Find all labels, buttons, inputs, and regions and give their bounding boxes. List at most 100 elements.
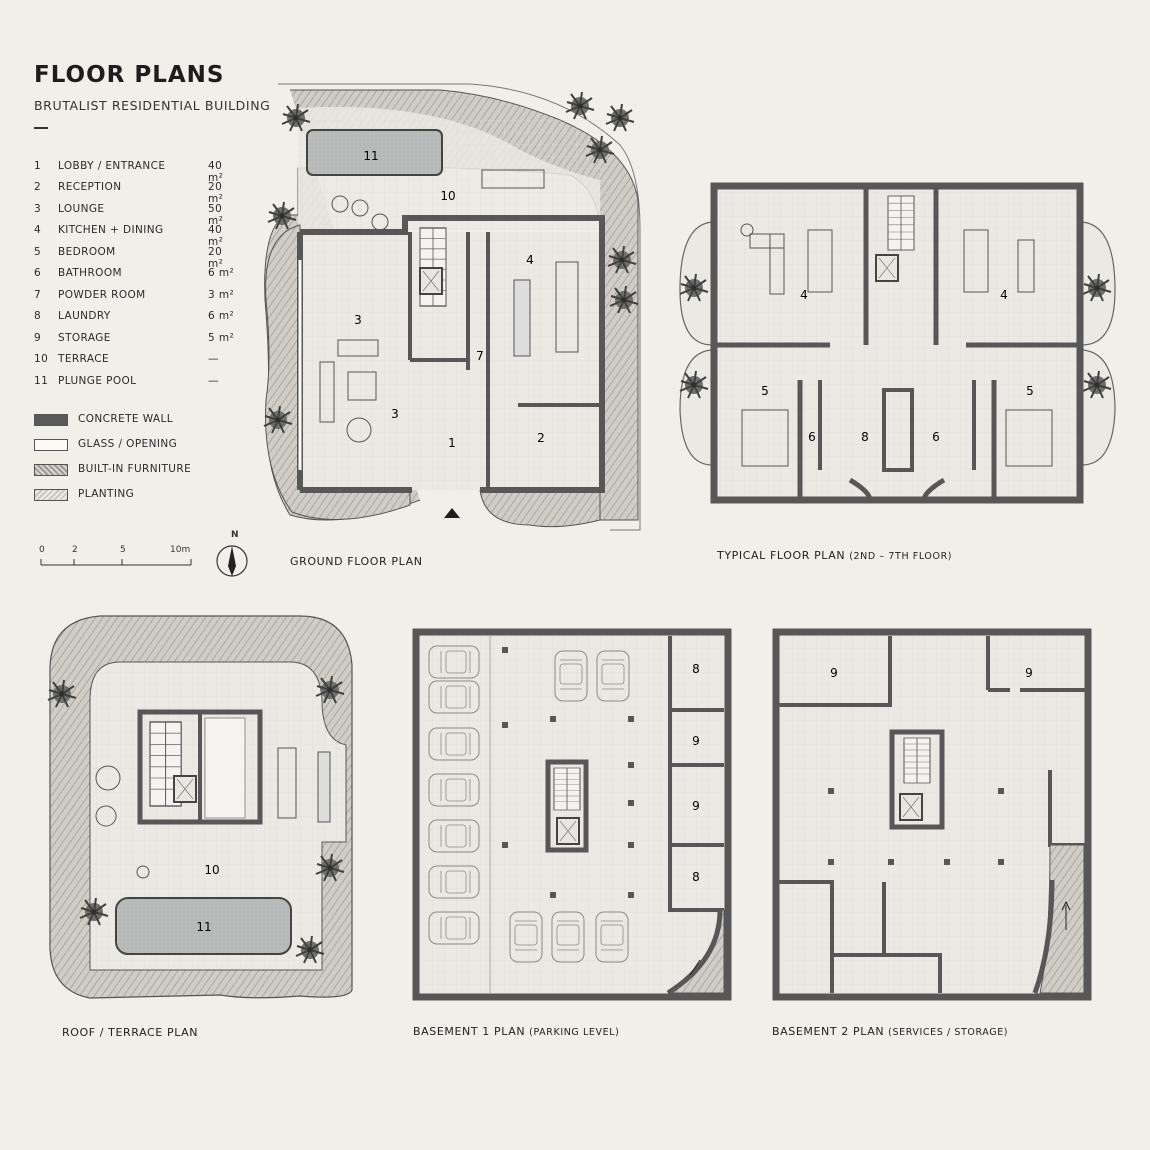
plan-room-tag: 6 — [808, 430, 816, 444]
key-label: PLANTING — [78, 488, 135, 500]
plan-room-tag: 8 — [692, 870, 700, 884]
plan-room-tag: 2 — [537, 431, 545, 445]
plan-label-sub: (SERVICES / STORAGE) — [888, 1027, 1009, 1038]
legend-row: 10 TERRACE — — [34, 353, 239, 367]
legend-room-name: PLUNGE POOL — [58, 375, 137, 387]
scale-tick-label: 0 — [39, 545, 45, 555]
legend-number: 6 — [34, 267, 42, 279]
legend-room-name: BATHROOM — [58, 267, 122, 279]
plan-room-tag: 4 — [526, 253, 534, 267]
legend-number: 8 — [34, 310, 42, 322]
plan-label-sub: (PARKING LEVEL) — [529, 1027, 620, 1038]
legend-number: 4 — [34, 224, 42, 236]
plan-label-text: GROUND FLOOR PLAN — [290, 555, 423, 568]
legend-area: 3 m² — [208, 289, 235, 301]
legend-row: 3 LOUNGE 50 m² — [34, 203, 239, 227]
legend-number: 9 — [34, 332, 42, 344]
north-label: N — [231, 530, 239, 540]
legend-row: 8 LAUNDRY 6 m² — [34, 310, 239, 324]
basement-2-plan-label: BASEMENT 2 PLAN(SERVICES / STORAGE) — [772, 1025, 1008, 1038]
key-label: CONCRETE WALL — [78, 413, 173, 425]
plan-room-tag: 10 — [440, 189, 455, 203]
scale-bar — [40, 559, 192, 566]
glass-swatch — [34, 439, 68, 451]
legend-row: 7 POWDER ROOM 3 m² — [34, 289, 239, 303]
legend-area: 5 m² — [208, 332, 235, 344]
legend-area: — — [208, 353, 219, 365]
legend-room-name: LAUNDRY — [58, 310, 111, 322]
ground-floor-plan-label: GROUND FLOOR PLAN — [290, 555, 423, 568]
scale-tick-label: 10m — [170, 545, 191, 555]
legend-number: 5 — [34, 246, 42, 258]
legend-area: 50 m² — [208, 203, 224, 227]
legend-number: 2 — [34, 181, 42, 193]
legend-room-name: STORAGE — [58, 332, 111, 344]
typical-floor-plan: 4 4 5 6 8 6 5 — [679, 182, 1116, 504]
legend-area: 40 m² — [208, 224, 224, 248]
plan-label-text: BASEMENT 2 PLAN — [772, 1025, 885, 1038]
legend-row: 4 KITCHEN + DINING 40 m² — [34, 224, 239, 248]
plan-room-tag: 9 — [692, 734, 700, 748]
legend-room-name: LOUNGE — [58, 203, 105, 215]
plan-room-tag: 1 — [448, 436, 456, 450]
legend-row: 5 BEDROOM 20 m² — [34, 246, 239, 270]
scale-tick-label: 5 — [120, 545, 126, 555]
legend-room-name: POWDER ROOM — [58, 289, 146, 301]
legend-number: 10 — [34, 353, 49, 365]
plan-room-tag: 11 — [196, 920, 211, 934]
legend-row: 2 RECEPTION 20 m² — [34, 181, 239, 205]
plan-room-tag: 5 — [761, 384, 769, 398]
page-title: FLOOR PLANS — [34, 62, 225, 88]
legend-number: 3 — [34, 203, 42, 215]
legend-room-name: BEDROOM — [58, 246, 116, 258]
plan-label-text: BASEMENT 1 PLAN — [413, 1025, 526, 1038]
key-label: GLASS / OPENING — [78, 438, 178, 450]
ground-floor-plan: 11 10 4 3 3 7 1 2 — [263, 83, 641, 531]
legend-row: 1 LOBBY / ENTRANCE 40 m² — [34, 160, 239, 184]
legend-area: 20 m² — [208, 246, 224, 270]
plan-room-tag: 3 — [391, 407, 399, 421]
basement-1-plan: 8 9 9 8 — [412, 628, 732, 1001]
legend-number: 7 — [34, 289, 42, 301]
legend-room-name: RECEPTION — [58, 181, 122, 193]
legend-area: 40 m² — [208, 160, 224, 184]
legend-number: 1 — [34, 160, 42, 172]
plan-room-tag: 9 — [830, 666, 838, 680]
legend-room-name: KITCHEN + DINING — [58, 224, 164, 236]
roof-terrace-plan: 10 11 — [47, 615, 353, 999]
plan-label-sub: (2ND – 7TH FLOOR) — [849, 551, 953, 562]
scale-tick-label: 2 — [72, 545, 78, 555]
plan-room-tag: 9 — [1025, 666, 1033, 680]
north-arrow-icon — [216, 545, 248, 577]
plan-room-tag: 9 — [692, 799, 700, 813]
legend-room-name: LOBBY / ENTRANCE — [58, 160, 166, 172]
basement-1-plan-label: BASEMENT 1 PLAN(PARKING LEVEL) — [413, 1025, 619, 1038]
plan-room-tag: 11 — [363, 149, 378, 163]
plan-room-tag: 6 — [932, 430, 940, 444]
legend-area: — — [208, 375, 219, 387]
plan-room-tag: 4 — [1000, 288, 1008, 302]
legend-area: 6 m² — [208, 267, 235, 279]
plan-room-tag: 5 — [1026, 384, 1034, 398]
basement-2-plan: 9 9 — [772, 628, 1092, 1001]
page-subtitle: BRUTALIST RESIDENTIAL BUILDING — [34, 98, 271, 113]
title-divider — [34, 127, 48, 129]
legend-number: 11 — [34, 375, 49, 387]
roof-plan-label: ROOF / TERRACE PLAN — [62, 1026, 198, 1039]
concrete-wall-swatch — [34, 414, 68, 426]
legend-area: 20 m² — [208, 181, 224, 205]
typical-floor-plan-label: TYPICAL FLOOR PLAN(2ND – 7TH FLOOR) — [717, 549, 952, 562]
legend-row: 11 PLUNGE POOL — — [34, 375, 239, 389]
legend-room-name: TERRACE — [58, 353, 109, 365]
plan-room-tag: 7 — [476, 349, 484, 363]
legend-area: 6 m² — [208, 310, 235, 322]
plan-room-tag: 10 — [204, 863, 219, 877]
plan-label-text: TYPICAL FLOOR PLAN — [717, 549, 846, 562]
plan-room-tag: 8 — [861, 430, 869, 444]
legend-row: 9 STORAGE 5 m² — [34, 332, 239, 346]
plan-room-tag: 3 — [354, 313, 362, 327]
plan-label-text: ROOF / TERRACE PLAN — [62, 1026, 199, 1039]
legend-row: 6 BATHROOM 6 m² — [34, 267, 239, 281]
key-label: BUILT-IN FURNITURE — [78, 463, 192, 475]
